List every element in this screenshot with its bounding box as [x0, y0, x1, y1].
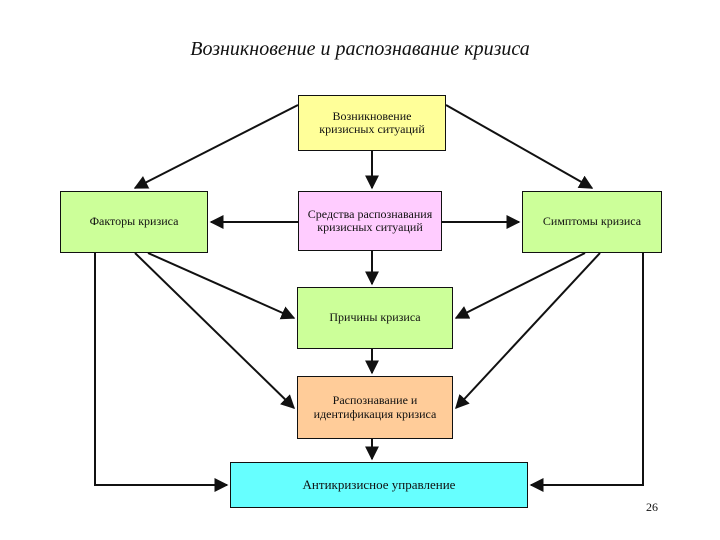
recognition-means-box: Средства распознавания кризисных ситуаци… [298, 191, 442, 251]
recognition-means-label: Средства распознавания кризисных ситуаци… [307, 206, 433, 234]
arrow-emergence-to-symptoms [445, 104, 594, 189]
crisis-factors-box: Факторы кризиса [60, 191, 208, 253]
arrow-symptoms-to-causes [454, 252, 586, 319]
anti-crisis-management-box: Антикризисное управление [230, 462, 528, 508]
page-number: 26 [646, 500, 658, 514]
crisis-symptoms-box: Симптомы кризиса [522, 191, 662, 253]
arrow-factors-to-anti-crisis [94, 253, 229, 492]
emergence-label: Возникновение кризисных ситуаций [319, 108, 425, 136]
crisis-symptoms-label: Симптомы кризиса [542, 214, 642, 229]
arrow-emergence-to-factors [133, 104, 299, 189]
crisis-recognition-label: Распознавание и идентификация кризиса [313, 393, 437, 421]
crisis-recognition-box: Распознавание и идентификация кризиса [297, 376, 453, 439]
arrow-symptoms-to-recognition [455, 252, 601, 410]
arrow-factors-to-recognition [134, 252, 296, 409]
slide-title: Возникновение и распознавание кризиса [190, 38, 530, 60]
crisis-factors-label: Факторы кризиса [89, 214, 179, 229]
arrow-symptoms-to-anti-crisis [529, 253, 644, 492]
anti-crisis-management-label: Антикризисное управление [302, 476, 456, 492]
arrow-factors-to-causes [147, 252, 296, 320]
emergence-box: Возникновение кризисных ситуаций [298, 95, 446, 151]
crisis-causes-label: Причины кризиса [329, 310, 421, 325]
crisis-causes-box: Причины кризиса [297, 287, 453, 349]
